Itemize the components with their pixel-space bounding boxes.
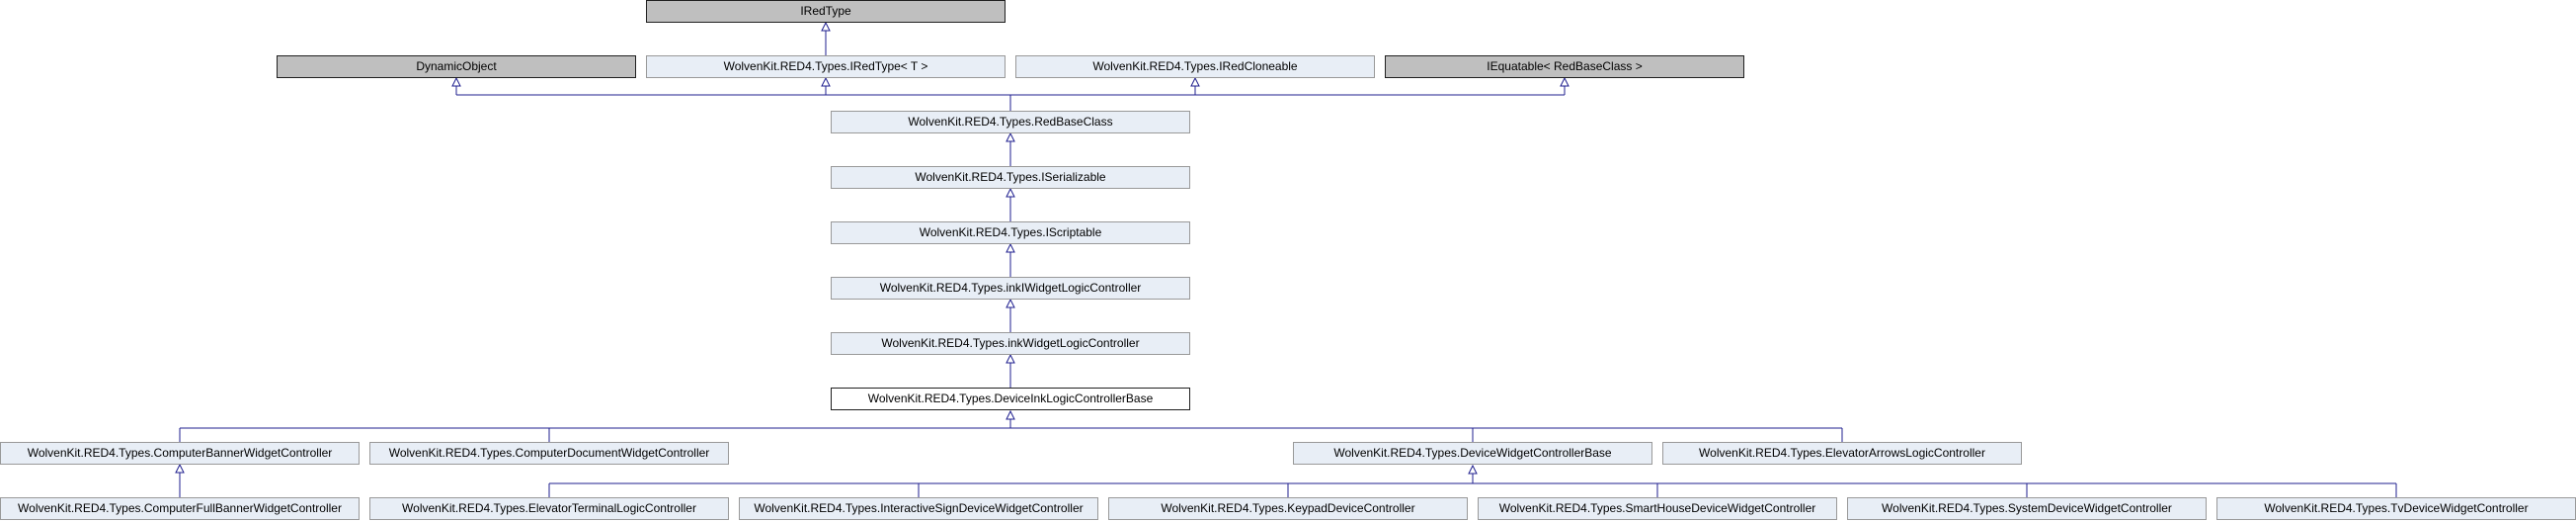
node-systemdevicewidgetcontroller[interactable]: WolvenKit.RED4.Types.SystemDeviceWidgetC… <box>1847 497 2207 520</box>
node-computerbannerwidgetcontroller[interactable]: WolvenKit.RED4.Types.ComputerBannerWidge… <box>0 442 360 465</box>
arrow-to-iredtype <box>821 21 831 32</box>
node-iserializable[interactable]: WolvenKit.RED4.Types.ISerializable <box>831 166 1190 189</box>
node-computerdocumentwidgetcontroller[interactable]: WolvenKit.RED4.Types.ComputerDocumentWid… <box>369 442 729 465</box>
node-elevatorterminallogiccontroller[interactable]: WolvenKit.RED4.Types.ElevatorTerminalLog… <box>369 497 729 520</box>
node-interactivesigndevicewidgetcontroller[interactable]: WolvenKit.RED4.Types.InteractiveSignDevi… <box>739 497 1098 520</box>
arrow-to-iscriptable <box>1006 242 1015 253</box>
node-devicewidgetcontrollerbase[interactable]: WolvenKit.RED4.Types.DeviceWidgetControl… <box>1293 442 1652 465</box>
node-tvdevicewidgetcontroller[interactable]: WolvenKit.RED4.Types.TvDeviceWidgetContr… <box>2216 497 2576 520</box>
node-inkwidgetlogiccontroller[interactable]: WolvenKit.RED4.Types.inkWidgetLogicContr… <box>831 332 1190 355</box>
arrow-to-iserializable <box>1006 187 1015 198</box>
node-iscriptable[interactable]: WolvenKit.RED4.Types.IScriptable <box>831 221 1190 244</box>
node-smarthousedevicewidgetcontroller[interactable]: WolvenKit.RED4.Types.SmartHouseDeviceWid… <box>1478 497 1837 520</box>
node-iredcloneable[interactable]: WolvenKit.RED4.Types.IRedCloneable <box>1015 55 1375 78</box>
node-iredtype-t[interactable]: WolvenKit.RED4.Types.IRedType< T > <box>646 55 1006 78</box>
arrow-to-computerbannerwidgetcontroller <box>175 463 185 474</box>
arrow-to-iredtype-t <box>821 76 831 87</box>
node-dynamicobject[interactable]: DynamicObject <box>277 55 636 78</box>
arrow-to-devicewidgetcontrollerbase <box>1468 464 1478 475</box>
arrow-to-inkwidgetlogiccontroller <box>1006 353 1015 364</box>
node-iredtype[interactable]: IRedType <box>646 0 1006 23</box>
node-redbaseclass[interactable]: WolvenKit.RED4.Types.RedBaseClass <box>831 111 1190 133</box>
arrow-to-iredcloneable <box>1190 76 1200 87</box>
node-inkiwidgetlogiccontroller[interactable]: WolvenKit.RED4.Types.inkIWidgetLogicCont… <box>831 277 1190 300</box>
node-iequatable[interactable]: IEquatable< RedBaseClass > <box>1385 55 1744 78</box>
arrow-to-iequatable <box>1560 76 1570 87</box>
node-elevatorarrowslogiccontroller[interactable]: WolvenKit.RED4.Types.ElevatorArrowsLogic… <box>1662 442 2022 465</box>
node-deviceinklogiccontrollerbase[interactable]: WolvenKit.RED4.Types.DeviceInkLogicContr… <box>831 388 1190 410</box>
arrow-to-dynamicobject <box>451 76 461 87</box>
arrow-to-deviceinklogiccontrollerbase <box>1006 409 1015 420</box>
arrow-to-inkiwidgetlogiccontroller <box>1006 298 1015 308</box>
node-computerfullbannerwidgetcontroller[interactable]: WolvenKit.RED4.Types.ComputerFullBannerW… <box>0 497 360 520</box>
arrow-to-redbaseclass <box>1006 131 1015 142</box>
node-keypaddevicecontroller[interactable]: WolvenKit.RED4.Types.KeypadDeviceControl… <box>1108 497 1468 520</box>
